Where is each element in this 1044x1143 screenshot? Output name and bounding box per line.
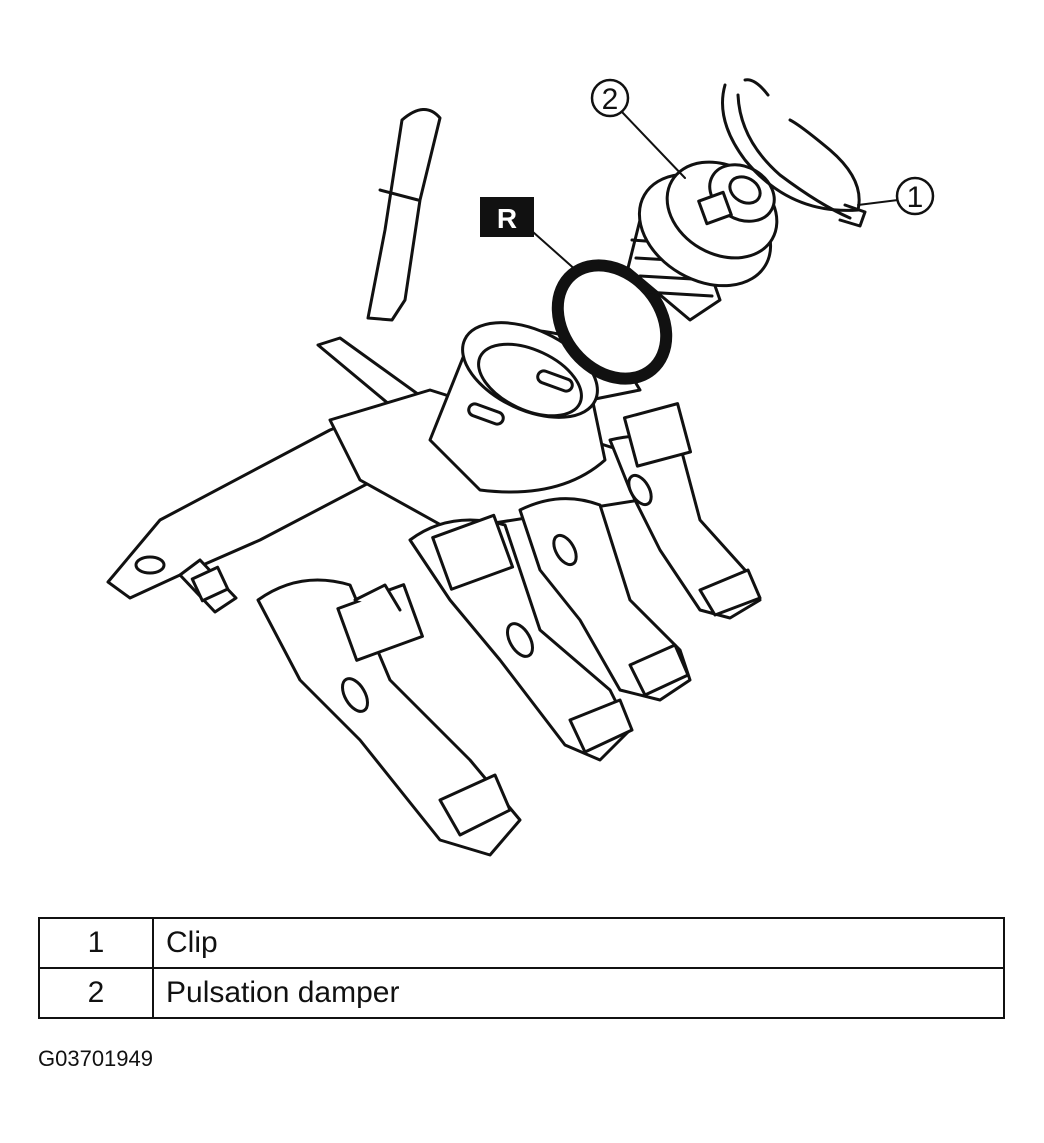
legend-table: 1 Clip 2 Pulsation damper <box>38 917 1005 1019</box>
legend-number: 2 <box>38 967 154 1019</box>
damper-housing <box>428 321 607 494</box>
table-row: 1 Clip <box>38 917 1005 969</box>
callout-1-number: 1 <box>907 181 924 214</box>
leader-line-1 <box>857 199 899 206</box>
legend-number: 1 <box>38 917 154 969</box>
fuel-inlet-pipe <box>366 108 442 322</box>
figure-id: G03701949 <box>38 1046 153 1071</box>
callout-2: 2 <box>590 78 630 118</box>
pulsation-damper-part <box>626 160 779 322</box>
clip-part <box>721 78 867 228</box>
replace-badge-label: R <box>497 203 517 234</box>
callout-2-number: 2 <box>602 83 619 116</box>
leader-line-r <box>532 231 579 273</box>
injector-2 <box>408 513 634 762</box>
leader-line-2 <box>621 111 686 179</box>
injector-1 <box>256 578 522 857</box>
replace-badge: R <box>480 197 534 237</box>
legend-description: Clip <box>152 917 1005 969</box>
fuel-rail-exploded-diagram: 2 1 R <box>106 78 935 857</box>
injector-4 <box>608 402 762 620</box>
callout-1: 1 <box>895 176 935 216</box>
injector-3 <box>518 497 692 702</box>
legend-description: Pulsation damper <box>152 967 1005 1019</box>
table-row: 2 Pulsation damper <box>38 967 1005 1019</box>
